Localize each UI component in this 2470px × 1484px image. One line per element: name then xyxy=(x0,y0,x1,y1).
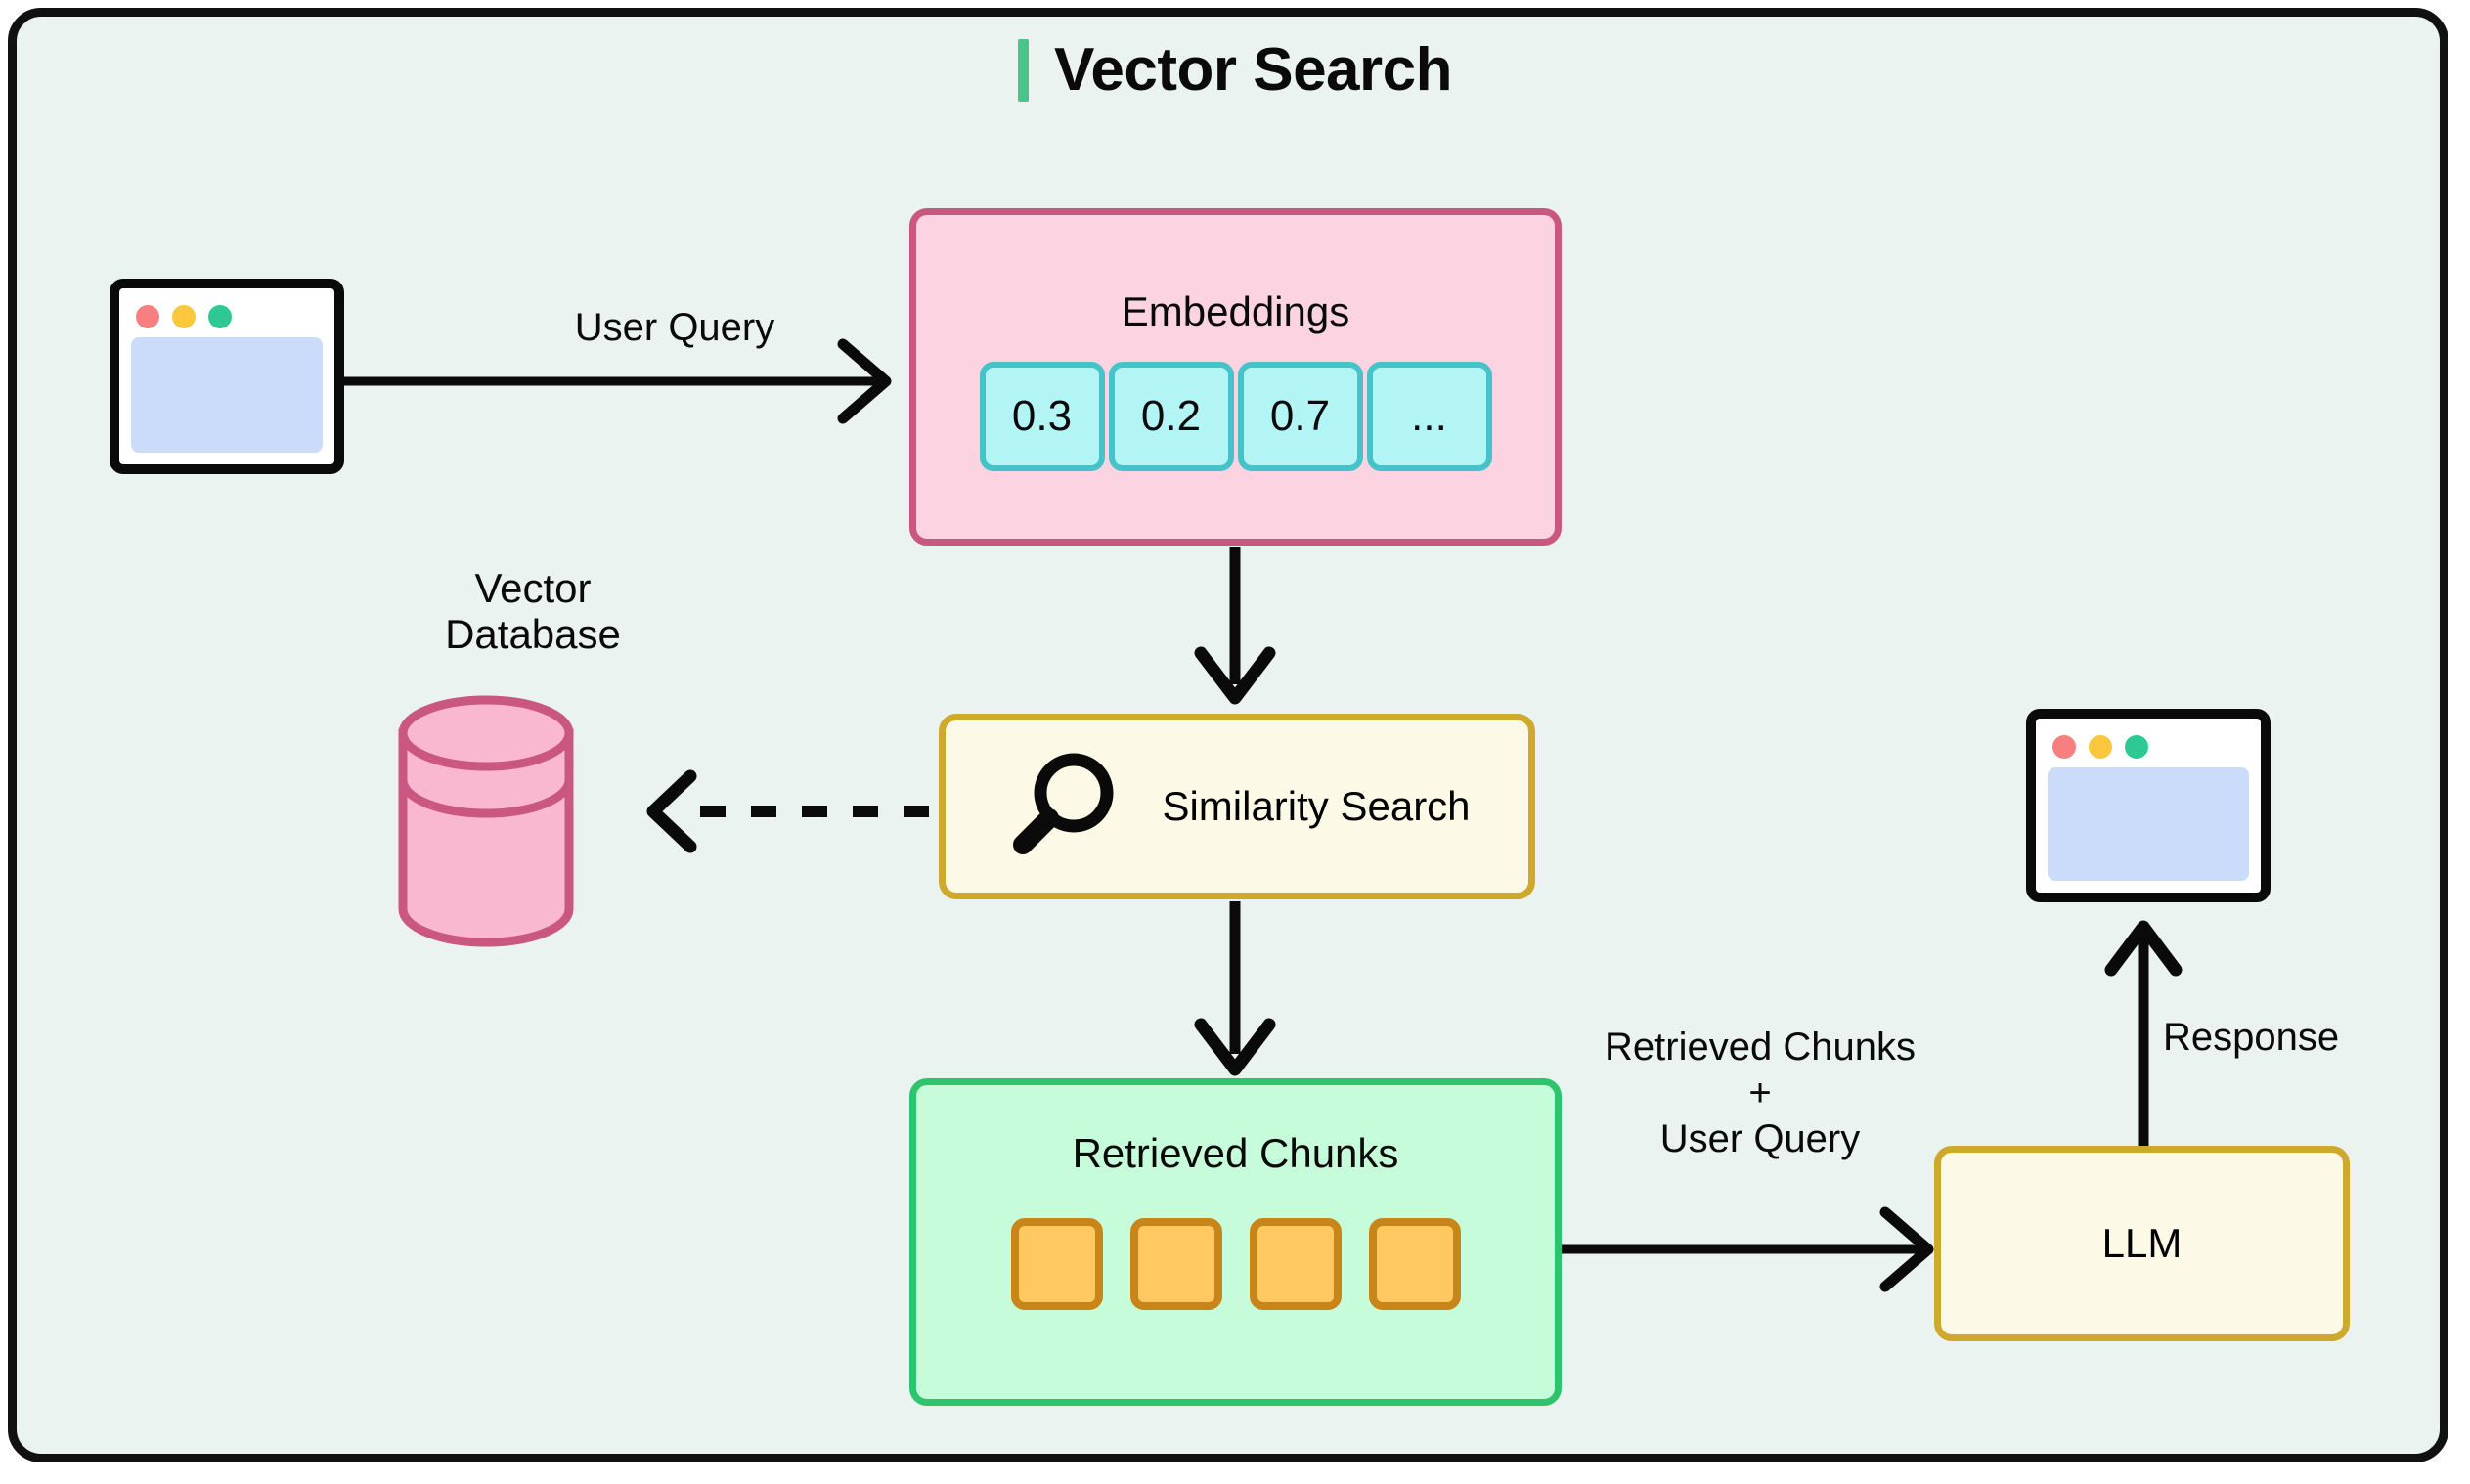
window-close-dot xyxy=(136,305,159,328)
llm-label: LLM xyxy=(2101,1220,2183,1266)
title-accent-bar xyxy=(1017,39,1029,102)
embedding-cell: 0.3 xyxy=(979,362,1105,472)
edge-label-user-query: User Query xyxy=(574,306,775,349)
user-browser-window[interactable] xyxy=(110,279,344,474)
browser-content-area xyxy=(131,337,323,453)
window-minimize-dot xyxy=(2089,735,2112,759)
diagram-title-block: Vector Search xyxy=(0,39,2470,102)
chunk-square xyxy=(1010,1217,1103,1310)
llm-node[interactable]: LLM xyxy=(1934,1146,2350,1341)
chunk-square xyxy=(1129,1217,1222,1310)
edge-label-chunks-to-llm: Retrieved Chunks + User Query xyxy=(1605,1026,1916,1161)
embedding-cell: ... xyxy=(1366,362,1492,472)
response-browser-window[interactable] xyxy=(2026,709,2271,902)
embedding-vector-cells: 0.3 0.2 0.7 ... xyxy=(979,362,1492,472)
embedding-cell: 0.2 xyxy=(1108,362,1234,472)
edge-label-response: Response xyxy=(2163,1016,2340,1059)
browser-content-area xyxy=(2048,767,2249,881)
window-minimize-dot xyxy=(172,305,196,328)
window-close-dot xyxy=(2052,735,2076,759)
magnifier-icon xyxy=(1013,753,1114,854)
embedding-cell: 0.7 xyxy=(1237,362,1363,472)
embeddings-label: Embeddings xyxy=(1121,287,1350,334)
vector-database-label: Vector Database xyxy=(445,565,621,658)
chunk-squares xyxy=(1010,1217,1461,1310)
chunk-square xyxy=(1368,1217,1461,1310)
embeddings-node[interactable]: Embeddings 0.3 0.2 0.7 ... xyxy=(909,208,1562,546)
retrieved-chunks-label: Retrieved Chunks xyxy=(1072,1130,1399,1176)
similarity-search-node[interactable]: Similarity Search xyxy=(939,714,1535,899)
window-maximize-dot xyxy=(2125,735,2148,759)
page-title: Vector Search xyxy=(1053,36,1453,104)
similarity-search-label: Similarity Search xyxy=(1162,782,1471,829)
window-maximize-dot xyxy=(208,305,232,328)
browser-titlebar xyxy=(131,300,323,333)
retrieved-chunks-node[interactable]: Retrieved Chunks xyxy=(909,1078,1562,1406)
browser-titlebar xyxy=(2048,730,2249,764)
chunk-square xyxy=(1249,1217,1342,1310)
